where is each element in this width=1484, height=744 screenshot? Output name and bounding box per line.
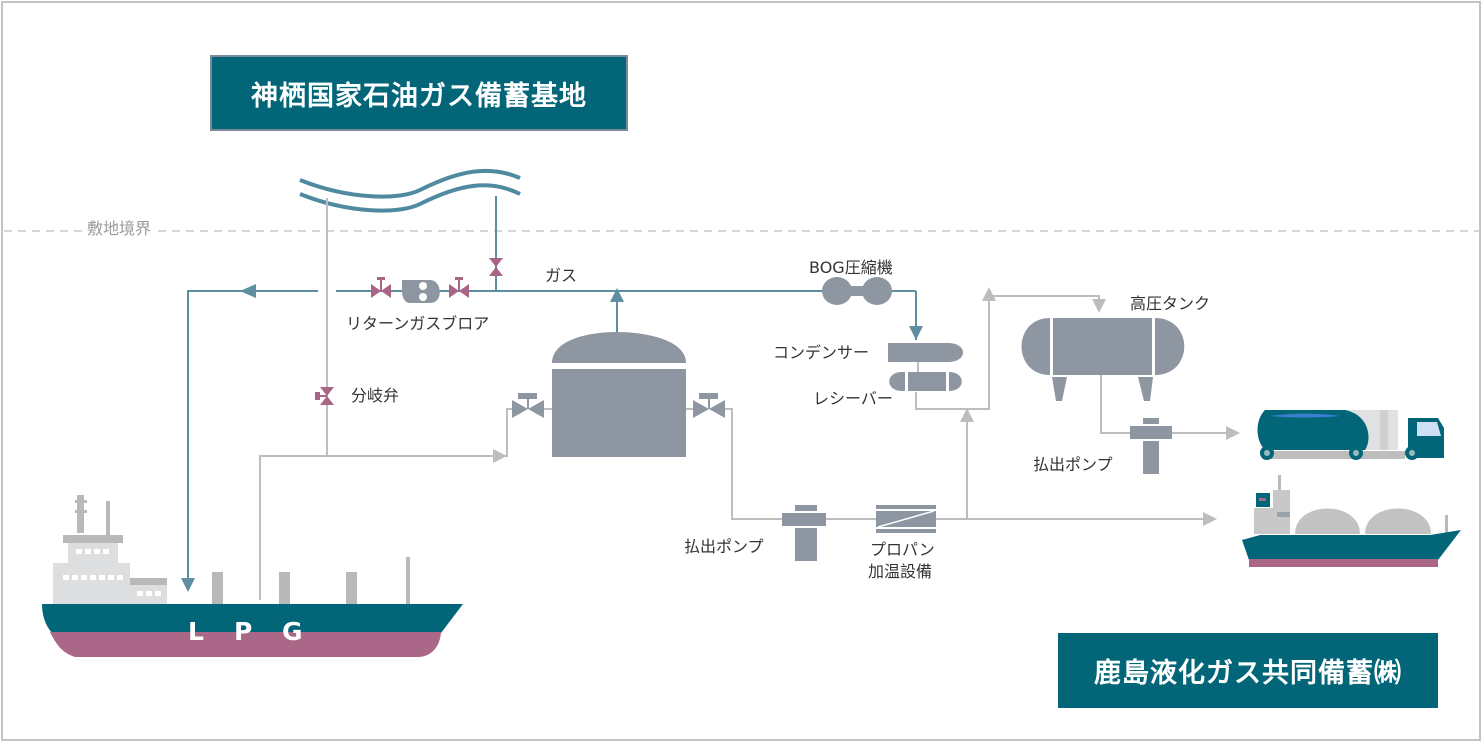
discharge-pump-center-icon xyxy=(782,505,826,561)
tank-inlet-valve-icon xyxy=(512,393,544,418)
gas-label: ガス xyxy=(545,266,578,285)
branch-valve-icon xyxy=(315,387,334,405)
return-blower-valve-left-icon xyxy=(371,277,391,298)
site-boundary-label: 敷地境界 xyxy=(84,219,155,239)
high-pressure-tank-icon xyxy=(1021,318,1185,401)
arrow-left-icon xyxy=(240,284,256,298)
arrow-down-icon xyxy=(909,326,923,340)
lpg-ship-icon xyxy=(42,495,463,657)
ship-letter-g: G xyxy=(282,617,303,646)
facility-title-top: 神栖国家石油ガス備蓄基地 xyxy=(210,55,628,131)
arrow-right-icon xyxy=(1226,426,1240,440)
return-gas-blower-label: リターンガスブロア xyxy=(346,314,490,333)
receiver-icon xyxy=(889,372,962,391)
discharge-pump-right-label: 払出ポンプ xyxy=(1033,455,1113,474)
lpg-carrier-ship-icon xyxy=(1242,475,1461,567)
tank-outlet-valve-icon xyxy=(693,393,725,418)
condenser-label: コンデンサー xyxy=(773,343,870,362)
condenser-icon xyxy=(888,343,963,362)
storage-tank-icon xyxy=(552,332,686,457)
arrow-right-icon xyxy=(1203,512,1217,526)
arrow-down-icon xyxy=(181,578,195,592)
arrow-up-icon xyxy=(610,288,624,302)
ship-letter-p: P xyxy=(234,617,253,646)
wave-icon xyxy=(299,168,521,213)
arrow-right-icon xyxy=(493,449,507,463)
arrow-up-icon xyxy=(960,408,974,422)
bog-compressor-label: BOG圧縮機 xyxy=(809,258,893,277)
propane-heater-label-line2: 加温設備 xyxy=(868,562,933,581)
discharge-pump-center-label: 払出ポンプ xyxy=(684,537,764,556)
return-gas-blower-icon xyxy=(402,280,440,303)
bog-compressor-icon xyxy=(822,277,892,305)
arrow-up-icon xyxy=(982,287,996,301)
high-pressure-tank-label: 高圧タンク xyxy=(1130,294,1211,313)
discharge-pump-right-icon xyxy=(1130,418,1172,474)
tanker-truck-icon xyxy=(1257,410,1444,460)
arrow-down-icon xyxy=(1092,299,1106,313)
propane-heater-label-line1: プロパン xyxy=(870,540,935,559)
branch-valve-label: 分岐弁 xyxy=(351,386,400,405)
sea-branch-valve-icon xyxy=(489,258,503,276)
ship-letter-l: L xyxy=(188,617,204,646)
receiver-label: レシーバー xyxy=(813,389,893,408)
liquid-lines xyxy=(259,198,1228,600)
propane-heater-icon xyxy=(876,505,936,533)
company-title-bottom: 鹿島液化ガス共同備蓄㈱ xyxy=(1058,633,1438,708)
return-blower-valve-right-icon xyxy=(449,277,469,298)
